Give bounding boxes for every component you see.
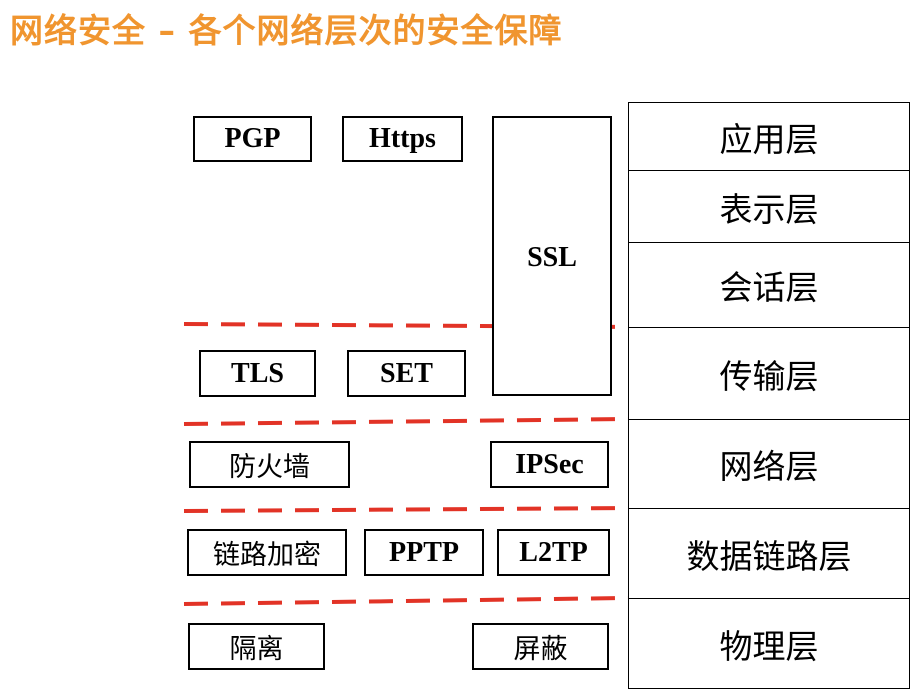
layer-data-link: 数据链路层	[629, 509, 909, 599]
set-box: SET	[347, 350, 466, 397]
l2tp-box: L2TP	[497, 529, 610, 576]
https-box: Https	[342, 116, 463, 162]
divider-datalink-physical	[183, 596, 629, 606]
divider-transport-network	[183, 417, 629, 426]
page-title: 网络安全 – 各个网络层次的安全保障	[10, 11, 563, 50]
tls-box: TLS	[199, 350, 316, 397]
firewall-box: 防火墙	[189, 441, 350, 488]
layer-presentation: 表示层	[629, 171, 909, 243]
layer-transport: 传输层	[629, 328, 909, 420]
shielding-box: 屏蔽	[472, 623, 609, 670]
divider-network-datalink	[183, 506, 629, 513]
osi-layer-stack: 应用层 表示层 会话层 传输层 网络层 数据链路层 物理层	[628, 102, 910, 689]
pptp-box: PPTP	[364, 529, 484, 576]
ssl-box: SSL	[492, 116, 612, 396]
layer-network: 网络层	[629, 420, 909, 509]
link-encryption-box: 链路加密	[187, 529, 347, 576]
pgp-box: PGP	[193, 116, 312, 162]
layer-application: 应用层	[629, 103, 909, 171]
ipsec-box: IPSec	[490, 441, 609, 488]
isolation-box: 隔离	[188, 623, 325, 670]
layer-session: 会话层	[629, 243, 909, 328]
layer-physical: 物理层	[719, 627, 819, 666]
